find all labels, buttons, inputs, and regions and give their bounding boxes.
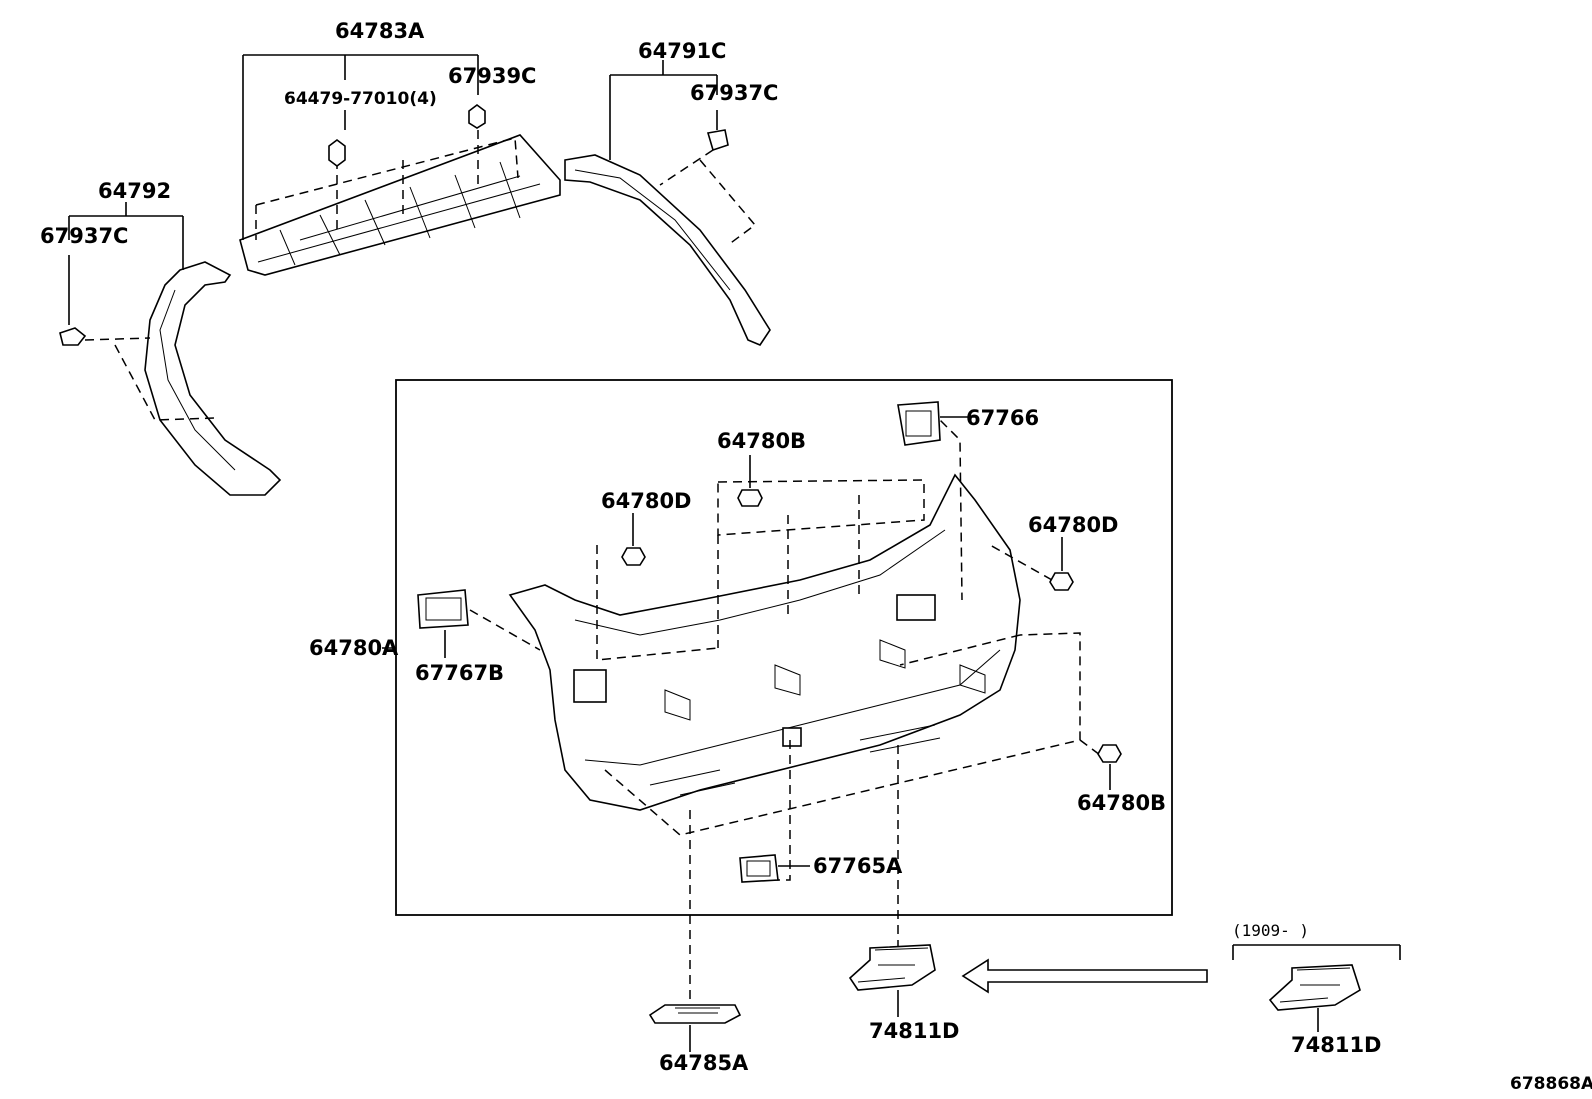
back-door-trim-board-part (508, 473, 1021, 811)
label-74811D-right: 74811D (1291, 1033, 1382, 1057)
clip-67937C-right (706, 129, 729, 152)
label-64780D-right: 64780D (1028, 513, 1119, 537)
label-67937C-left: 67937C (40, 224, 128, 248)
cover-67765A (739, 854, 779, 883)
clip-64780D-left (621, 547, 646, 566)
clip-67939C (468, 104, 486, 129)
label-64792: 64792 (98, 179, 171, 203)
upper-garnish-part (239, 134, 561, 276)
label-67937C-right: 67937C (690, 81, 778, 105)
clip-64780B-bottom (1097, 744, 1122, 763)
clip-64780D-right (1049, 572, 1074, 591)
label-64780A: 64780A (309, 636, 399, 660)
clip-64780B-top (737, 489, 763, 507)
lamp-74811D-center (848, 944, 936, 991)
label-67766: 67766 (966, 406, 1039, 430)
label-64791C: 64791C (638, 39, 726, 63)
pull-handle-64785A (648, 1004, 742, 1024)
label-64780B-bottom: 64780B (1077, 791, 1166, 815)
direction-arrow (961, 958, 1208, 994)
date-range-note: (1909- ) (1232, 921, 1309, 940)
cover-67767B (417, 589, 469, 629)
label-74811D-center: 74811D (869, 1019, 960, 1043)
cover-67766 (897, 401, 941, 446)
clip-64479 (328, 139, 346, 167)
label-64780B-top: 64780B (717, 429, 806, 453)
left-pillar-garnish-part (144, 261, 282, 496)
label-64479-77010: 64479-77010(4) (284, 89, 437, 109)
right-pillar-garnish-part (564, 154, 771, 346)
clip-67937C-left (59, 327, 87, 346)
label-64780D-left: 64780D (601, 489, 692, 513)
label-64783A: 64783A (335, 19, 425, 43)
lamp-74811D-right (1268, 964, 1361, 1011)
label-67767B: 67767B (415, 661, 504, 685)
diagram-id: 678868A (1510, 1074, 1592, 1094)
label-67765A: 67765A (813, 854, 903, 878)
label-67939C-top: 67939C (448, 64, 536, 88)
label-64785A: 64785A (659, 1051, 749, 1075)
